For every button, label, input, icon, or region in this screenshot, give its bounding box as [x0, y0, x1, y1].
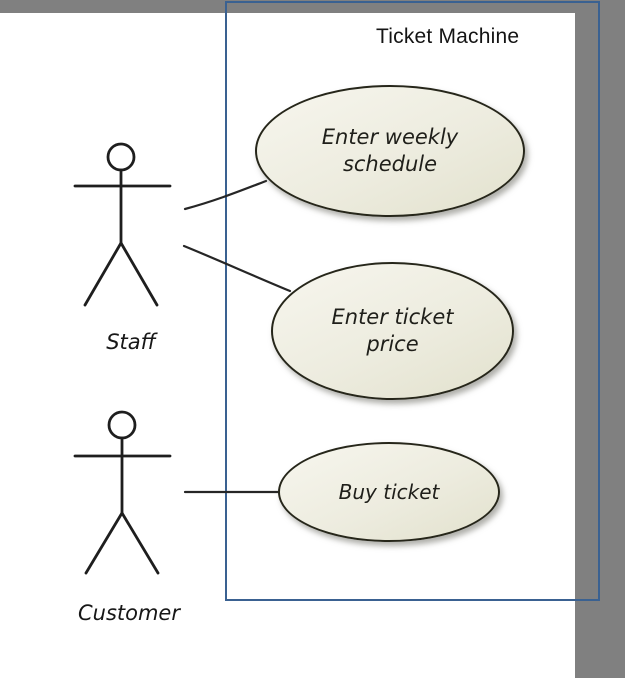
usecase-label-line: schedule	[342, 152, 438, 176]
staff-legs	[83, 241, 159, 307]
association-staff-enter-weekly-schedule[interactable]	[183, 179, 268, 211]
system-boundary-rect[interactable]	[225, 1, 600, 601]
system-boundary-title[interactable]: Ticket Machine	[376, 25, 520, 48]
app-chrome-right-bar	[575, 0, 625, 678]
staff-head-icon	[106, 142, 136, 172]
usecase-buy-ticket[interactable]: Buy ticket	[278, 442, 500, 542]
usecase-label-line: Enter weekly	[321, 124, 459, 149]
usecase-label-line: price	[366, 332, 419, 356]
customer-head-icon	[107, 410, 137, 440]
customer-legs	[84, 511, 160, 575]
usecase-label-line: Enter ticket	[331, 304, 454, 329]
actor-label-staff[interactable]: Staff	[106, 330, 156, 354]
actor-customer-figure[interactable]	[73, 410, 172, 575]
association-staff-enter-ticket-price[interactable]	[182, 244, 292, 293]
usecase-enter-ticket-price[interactable]: Enter ticket price	[271, 262, 514, 400]
usecase-enter-weekly-schedule[interactable]: Enter weekly schedule	[255, 85, 525, 217]
usecase-label-line: Buy ticket	[338, 480, 440, 504]
actor-label-customer[interactable]: Customer	[77, 601, 180, 625]
actor-staff-figure[interactable]	[73, 142, 172, 307]
app-chrome-top-bar	[0, 0, 625, 13]
